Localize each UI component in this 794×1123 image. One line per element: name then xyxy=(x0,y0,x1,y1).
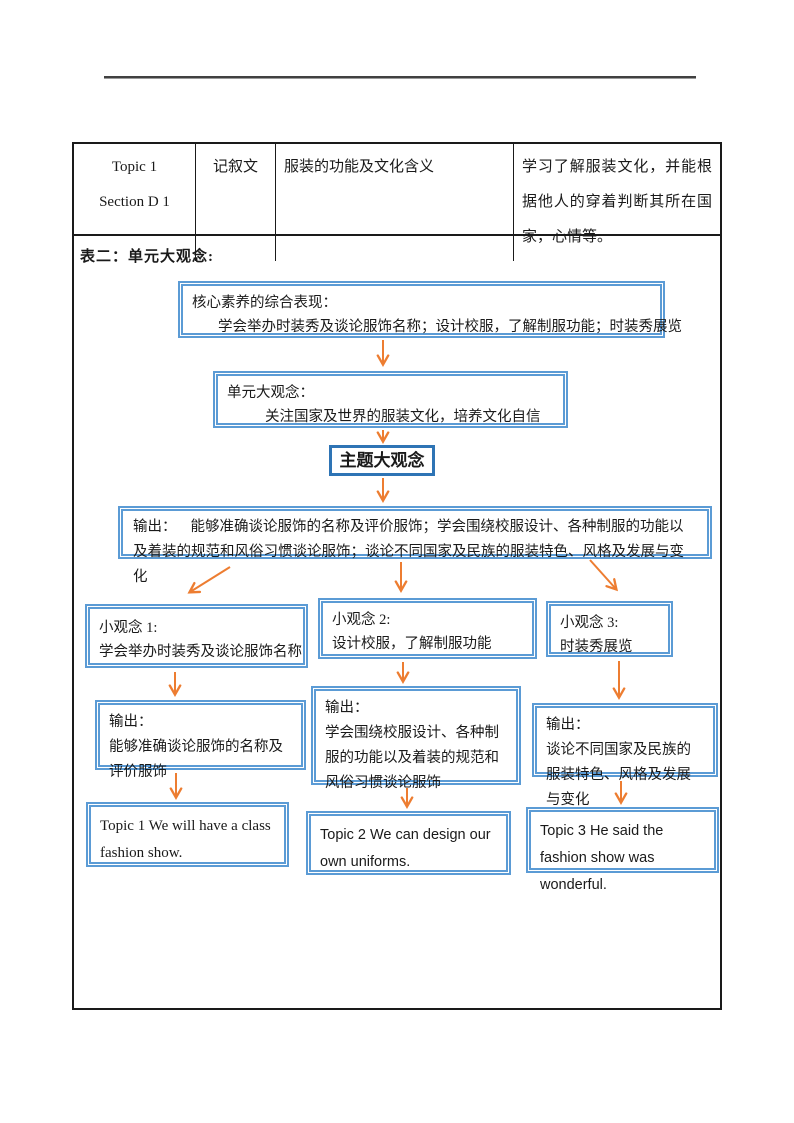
topic-label: Topic 1 xyxy=(111,159,158,175)
genre-cell: 记叙文 xyxy=(196,144,276,261)
learning-goal-cell: 学习了解服装文化，并能根据他人的穿着判断其所在国家，心情等。 xyxy=(522,159,712,245)
output-3-box: 输出： 谈论不同国家及民族的服装特色、风格及发展与变化 xyxy=(532,703,718,808)
header-divider-rule xyxy=(104,76,696,79)
output-2-label: 输出： xyxy=(325,700,369,716)
mini-concept-1-title: 小观念 1: xyxy=(99,620,158,636)
table2-section-title: 表二：单元大观念: xyxy=(80,249,214,265)
mini-concept-3-box: 小观念 3: 时装秀展览 xyxy=(546,601,673,657)
topic-section-cell: Topic 1 Section D 1 xyxy=(74,144,196,261)
main-output-text: 能够准确谈论服饰的名称及评价服饰；学会围绕校服设计、各种制服的功能以及着装的规范… xyxy=(133,519,684,585)
table-row: Topic 1 Section D 1 记叙文 服装的功能及文化含义 学习了解服… xyxy=(74,144,720,261)
mini-concept-2-text: 设计校服，了解制服功能 xyxy=(332,636,492,652)
output-3-label: 输出： xyxy=(546,717,590,733)
theme-cell: 服装的功能及文化含义 xyxy=(276,144,514,261)
topic-1-box: Topic 1 We will have a class fashion sho… xyxy=(86,802,289,867)
output-1-label: 输出： xyxy=(109,714,153,730)
output-3-text: 谈论不同国家及民族的服装特色、风格及发展与变化 xyxy=(546,742,691,808)
unit-concept-text: 关注国家及世界的服装文化，培养文化自信 xyxy=(265,409,541,425)
mini-concept-3-title: 小观念 3: xyxy=(560,615,619,631)
topic-2-box: Topic 2 We can design our own uniforms. xyxy=(306,811,511,875)
output-1-text: 能够准确谈论服饰的名称及评价服饰 xyxy=(109,739,283,780)
unit-concept-box: 单元大观念： 关注国家及世界的服装文化，培养文化自信 xyxy=(213,371,568,428)
mini-concept-2-title: 小观念 2: xyxy=(332,612,391,628)
mini-concept-1-box: 小观念 1: 学会举办时装秀及谈论服饰名称 xyxy=(85,604,308,668)
output-2-box: 输出： 学会围绕校服设计、各种制服的功能以及着装的规范和风俗习惯谈论服饰 xyxy=(311,686,521,791)
core-competency-text: 学会举办时装秀及谈论服饰名称；设计校服，了解制服功能；时装秀展览 xyxy=(218,319,682,335)
core-competency-box: 核心素养的综合表现： 学会举办时装秀及谈论服饰名称；设计校服，了解制服功能；时装… xyxy=(178,281,682,338)
theme-concept-box: 主题大观念 xyxy=(329,445,435,476)
section-label: Section D 1 xyxy=(99,194,170,210)
output-1-box: 输出： 能够准确谈论服饰的名称及评价服饰 xyxy=(95,700,306,780)
unit-concept-title: 单元大观念： xyxy=(227,385,314,401)
output-2-text: 学会围绕校服设计、各种制服的功能以及着装的规范和风俗习惯谈论服饰 xyxy=(325,725,499,791)
unit-plan-table: Topic 1 Section D 1 记叙文 服装的功能及文化含义 学习了解服… xyxy=(72,142,722,1010)
mini-concept-1-text: 学会举办时装秀及谈论服饰名称 xyxy=(99,644,302,660)
main-output-label: 输出： xyxy=(133,519,177,535)
main-output-box: 输出：能够准确谈论服饰的名称及评价服饰；学会围绕校服设计、各种制服的功能以及着装… xyxy=(118,506,712,585)
mini-concept-2-box: 小观念 2: 设计校服，了解制服功能 xyxy=(318,598,537,659)
topic-3-box: Topic 3 He said the fashion show was won… xyxy=(526,807,719,893)
core-competency-title: 核心素养的综合表现： xyxy=(192,295,337,311)
mini-concept-3-text: 时装秀展览 xyxy=(560,639,633,655)
